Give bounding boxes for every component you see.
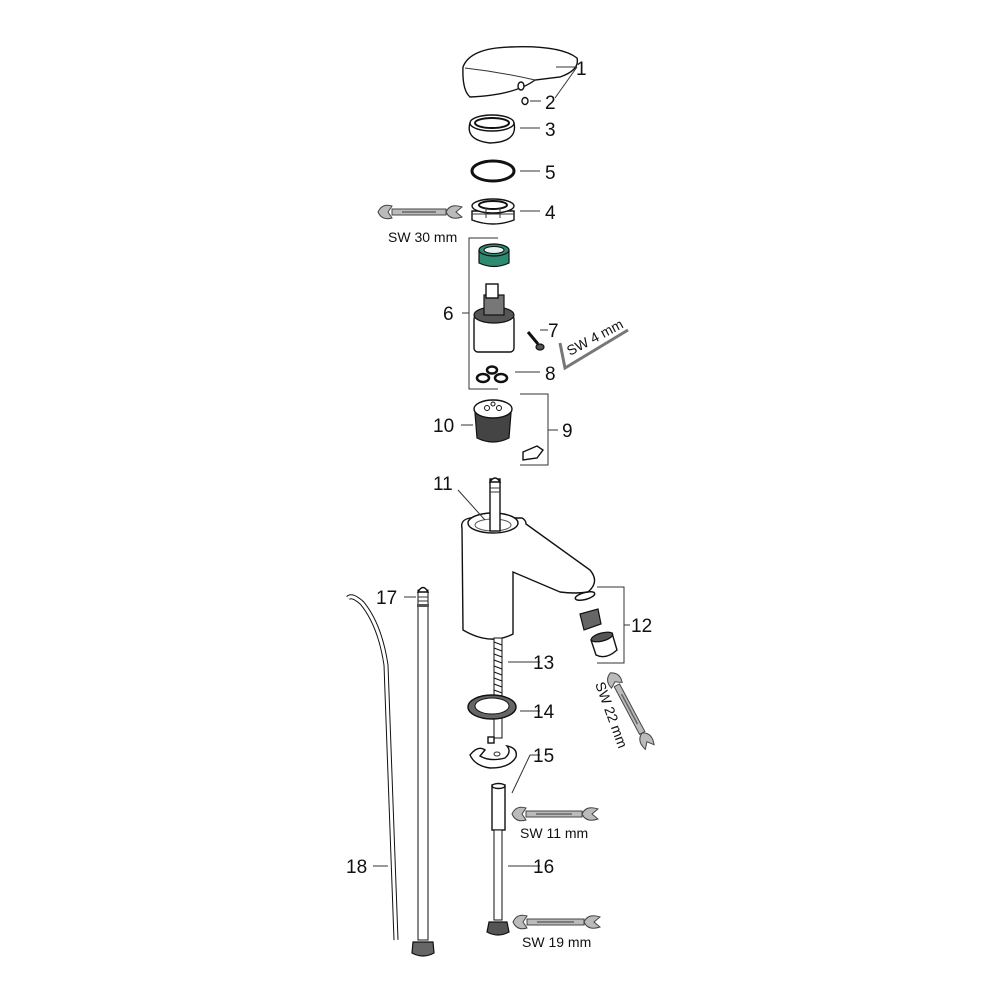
- label-16: 16: [533, 857, 554, 878]
- part-8-seals: [475, 365, 509, 384]
- label-18: 18: [346, 857, 367, 878]
- part-14-washer: [467, 694, 517, 720]
- label-9: 9: [562, 421, 573, 442]
- part-15-mounting-bracket: [469, 736, 517, 769]
- label-11: 11: [433, 474, 453, 495]
- wrench-icon-sw19: [512, 914, 602, 930]
- part-17-supply-hose: [411, 586, 435, 957]
- label-17: 17: [376, 588, 397, 609]
- part-9-clip: [522, 445, 545, 461]
- label-4: 4: [545, 203, 556, 224]
- label-6: 6: [443, 304, 454, 325]
- bracket-12: [597, 586, 630, 664]
- wrench-icon-sw11: [511, 806, 600, 822]
- label-13: 13: [533, 653, 554, 674]
- label-12: 12: [631, 616, 652, 637]
- bracket-9: [520, 393, 558, 466]
- part-4-threaded-nut: [471, 198, 515, 225]
- label-8: 8: [545, 364, 556, 385]
- part-5-o-ring: [470, 159, 516, 183]
- label-1: 1: [576, 59, 587, 80]
- tool-label-sw19: SW 19 mm: [522, 934, 591, 950]
- part-11-faucet-body: [460, 477, 596, 640]
- part-1-handle-cap: [462, 46, 579, 98]
- label-5: 5: [545, 163, 556, 184]
- part-10-valve-insert: [473, 399, 513, 443]
- part-3-cover-ring: [468, 114, 516, 144]
- part-6-cartridge-ring: [478, 243, 510, 268]
- part-12-aerator: [574, 590, 618, 658]
- leader-11: [457, 489, 486, 521]
- tool-label-sw11: SW 11 mm: [520, 825, 588, 841]
- part-7-screw: [526, 331, 545, 351]
- label-2: 2: [545, 93, 556, 114]
- label-14: 14: [533, 702, 555, 723]
- part-13-threaded-rod: [493, 637, 503, 739]
- tool-label-sw22: SW 22 mm: [592, 680, 631, 751]
- part-16-connector-sleeve: [486, 782, 510, 936]
- label-10: 10: [433, 416, 454, 437]
- label-3: 3: [545, 120, 556, 141]
- leader-15: [511, 754, 540, 794]
- allen-key-icon-sw4: [558, 328, 629, 371]
- leader-1: [554, 66, 578, 99]
- part-2-grub-screw: [521, 96, 529, 106]
- wrench-icon-sw30: [377, 204, 464, 220]
- label-15: 15: [533, 746, 554, 767]
- wrench-icon-sw22: [607, 672, 655, 751]
- tool-label-sw30: SW 30 mm: [388, 229, 457, 245]
- bracket-6: [462, 237, 498, 390]
- part-6-cartridge: [473, 283, 515, 353]
- label-7: 7: [548, 321, 559, 342]
